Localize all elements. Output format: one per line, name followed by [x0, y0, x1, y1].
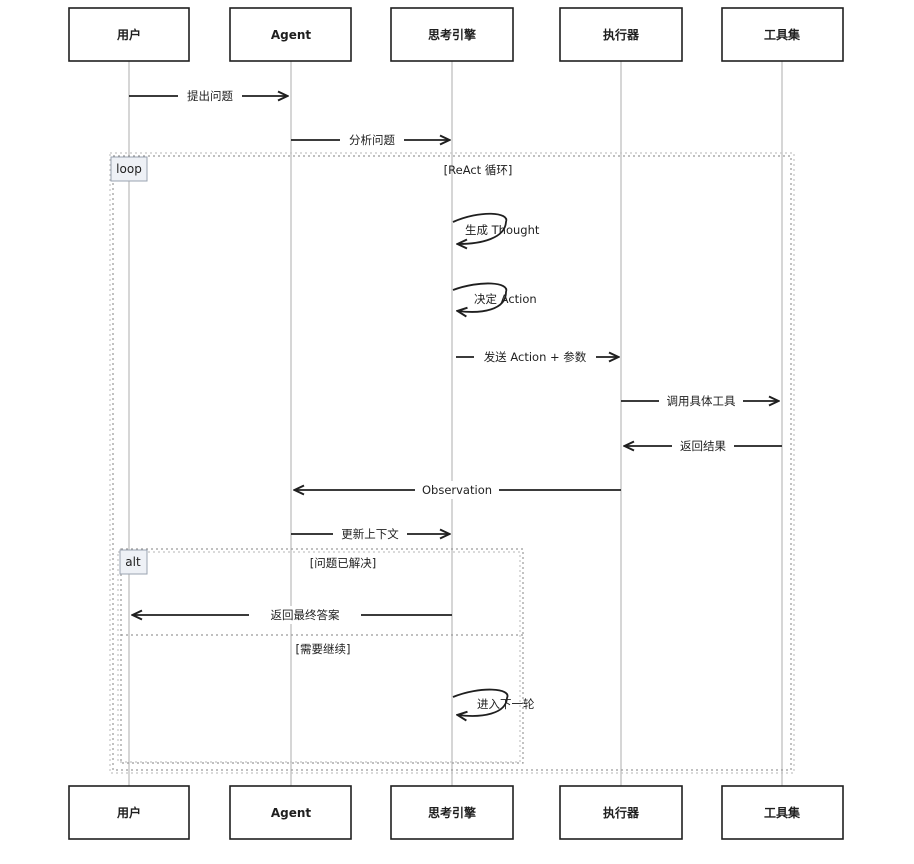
- message-label: 提出问题: [187, 89, 233, 103]
- participant-engine-bottom: 思考引擎: [390, 785, 514, 840]
- svg-text:Agent: Agent: [271, 28, 312, 42]
- participant-agent-bottom: Agent: [229, 785, 352, 840]
- message-label: 进入下一轮: [477, 697, 535, 711]
- svg-text:思考引擎: 思考引擎: [428, 27, 476, 42]
- lifelines: [128, 61, 783, 786]
- svg-text:执行器: 执行器: [603, 805, 640, 820]
- message-send-action: 发送 Action + 参数: [456, 348, 618, 366]
- svg-text:思考引擎: 思考引擎: [428, 805, 476, 820]
- participant-tools-bottom: 工具集: [721, 785, 844, 840]
- participant-user-bottom: 用户: [68, 785, 190, 840]
- message-next-round: 进入下一轮: [452, 688, 535, 716]
- loop-guard: [ReAct 循环]: [444, 163, 513, 177]
- message-label: 调用具体工具: [667, 394, 736, 408]
- participant-engine-top: 思考引擎: [390, 7, 514, 62]
- message-label: 返回结果: [680, 439, 726, 453]
- participant-executor-bottom: 执行器: [559, 785, 683, 840]
- message-label: 更新上下文: [341, 527, 399, 541]
- message-label: 发送 Action + 参数: [484, 350, 587, 364]
- alt-tag-label: alt: [125, 555, 141, 569]
- message-label: 分析问题: [349, 133, 395, 147]
- svg-text:工具集: 工具集: [764, 27, 801, 42]
- message-final-answer: 返回最终答案: [133, 606, 452, 624]
- message-generate-thought: 生成 Thought: [452, 212, 540, 244]
- alt-guard: [问题已解决]: [310, 556, 376, 570]
- svg-text:工具集: 工具集: [764, 805, 801, 820]
- svg-text:用户: 用户: [116, 805, 141, 820]
- svg-text:执行器: 执行器: [603, 27, 640, 42]
- participant-user-top: 用户: [68, 7, 190, 62]
- participants-bottom: 用户 Agent 思考引擎 执行器 工具集: [68, 785, 844, 840]
- message-decide-action: 决定 Action: [452, 282, 537, 311]
- participant-executor-top: 执行器: [559, 7, 683, 62]
- message-label: Observation: [422, 483, 492, 497]
- participants-top: 用户 Agent 思考引擎 执行器 工具集: [68, 7, 844, 62]
- svg-text:Agent: Agent: [271, 806, 312, 820]
- message-ask-question: 提出问题: [129, 87, 287, 105]
- message-call-tool: 调用具体工具: [621, 392, 778, 410]
- participant-agent-top: Agent: [229, 7, 352, 62]
- alt-else-guard: [需要继续]: [296, 642, 351, 656]
- alt-tag: alt: [119, 549, 148, 575]
- message-observation: Observation: [295, 481, 621, 499]
- message-label: 生成 Thought: [465, 223, 540, 237]
- message-label: 决定 Action: [474, 292, 537, 306]
- participant-tools-top: 工具集: [721, 7, 844, 62]
- loop-tag-label: loop: [116, 162, 142, 176]
- svg-text:用户: 用户: [116, 27, 141, 42]
- loop-frame: loop [ReAct 循环]: [109, 152, 795, 774]
- messages: 提出问题 分析问题 生成 Thought 决定 Action 发送 Action…: [129, 87, 782, 716]
- message-return-result: 返回结果: [625, 437, 782, 455]
- loop-tag: loop: [110, 156, 148, 182]
- message-analyze-question: 分析问题: [291, 131, 449, 149]
- message-update-context: 更新上下文: [291, 525, 449, 543]
- message-label: 返回最终答案: [271, 608, 340, 622]
- alt-frame: alt [问题已解决] [需要继续]: [117, 548, 524, 764]
